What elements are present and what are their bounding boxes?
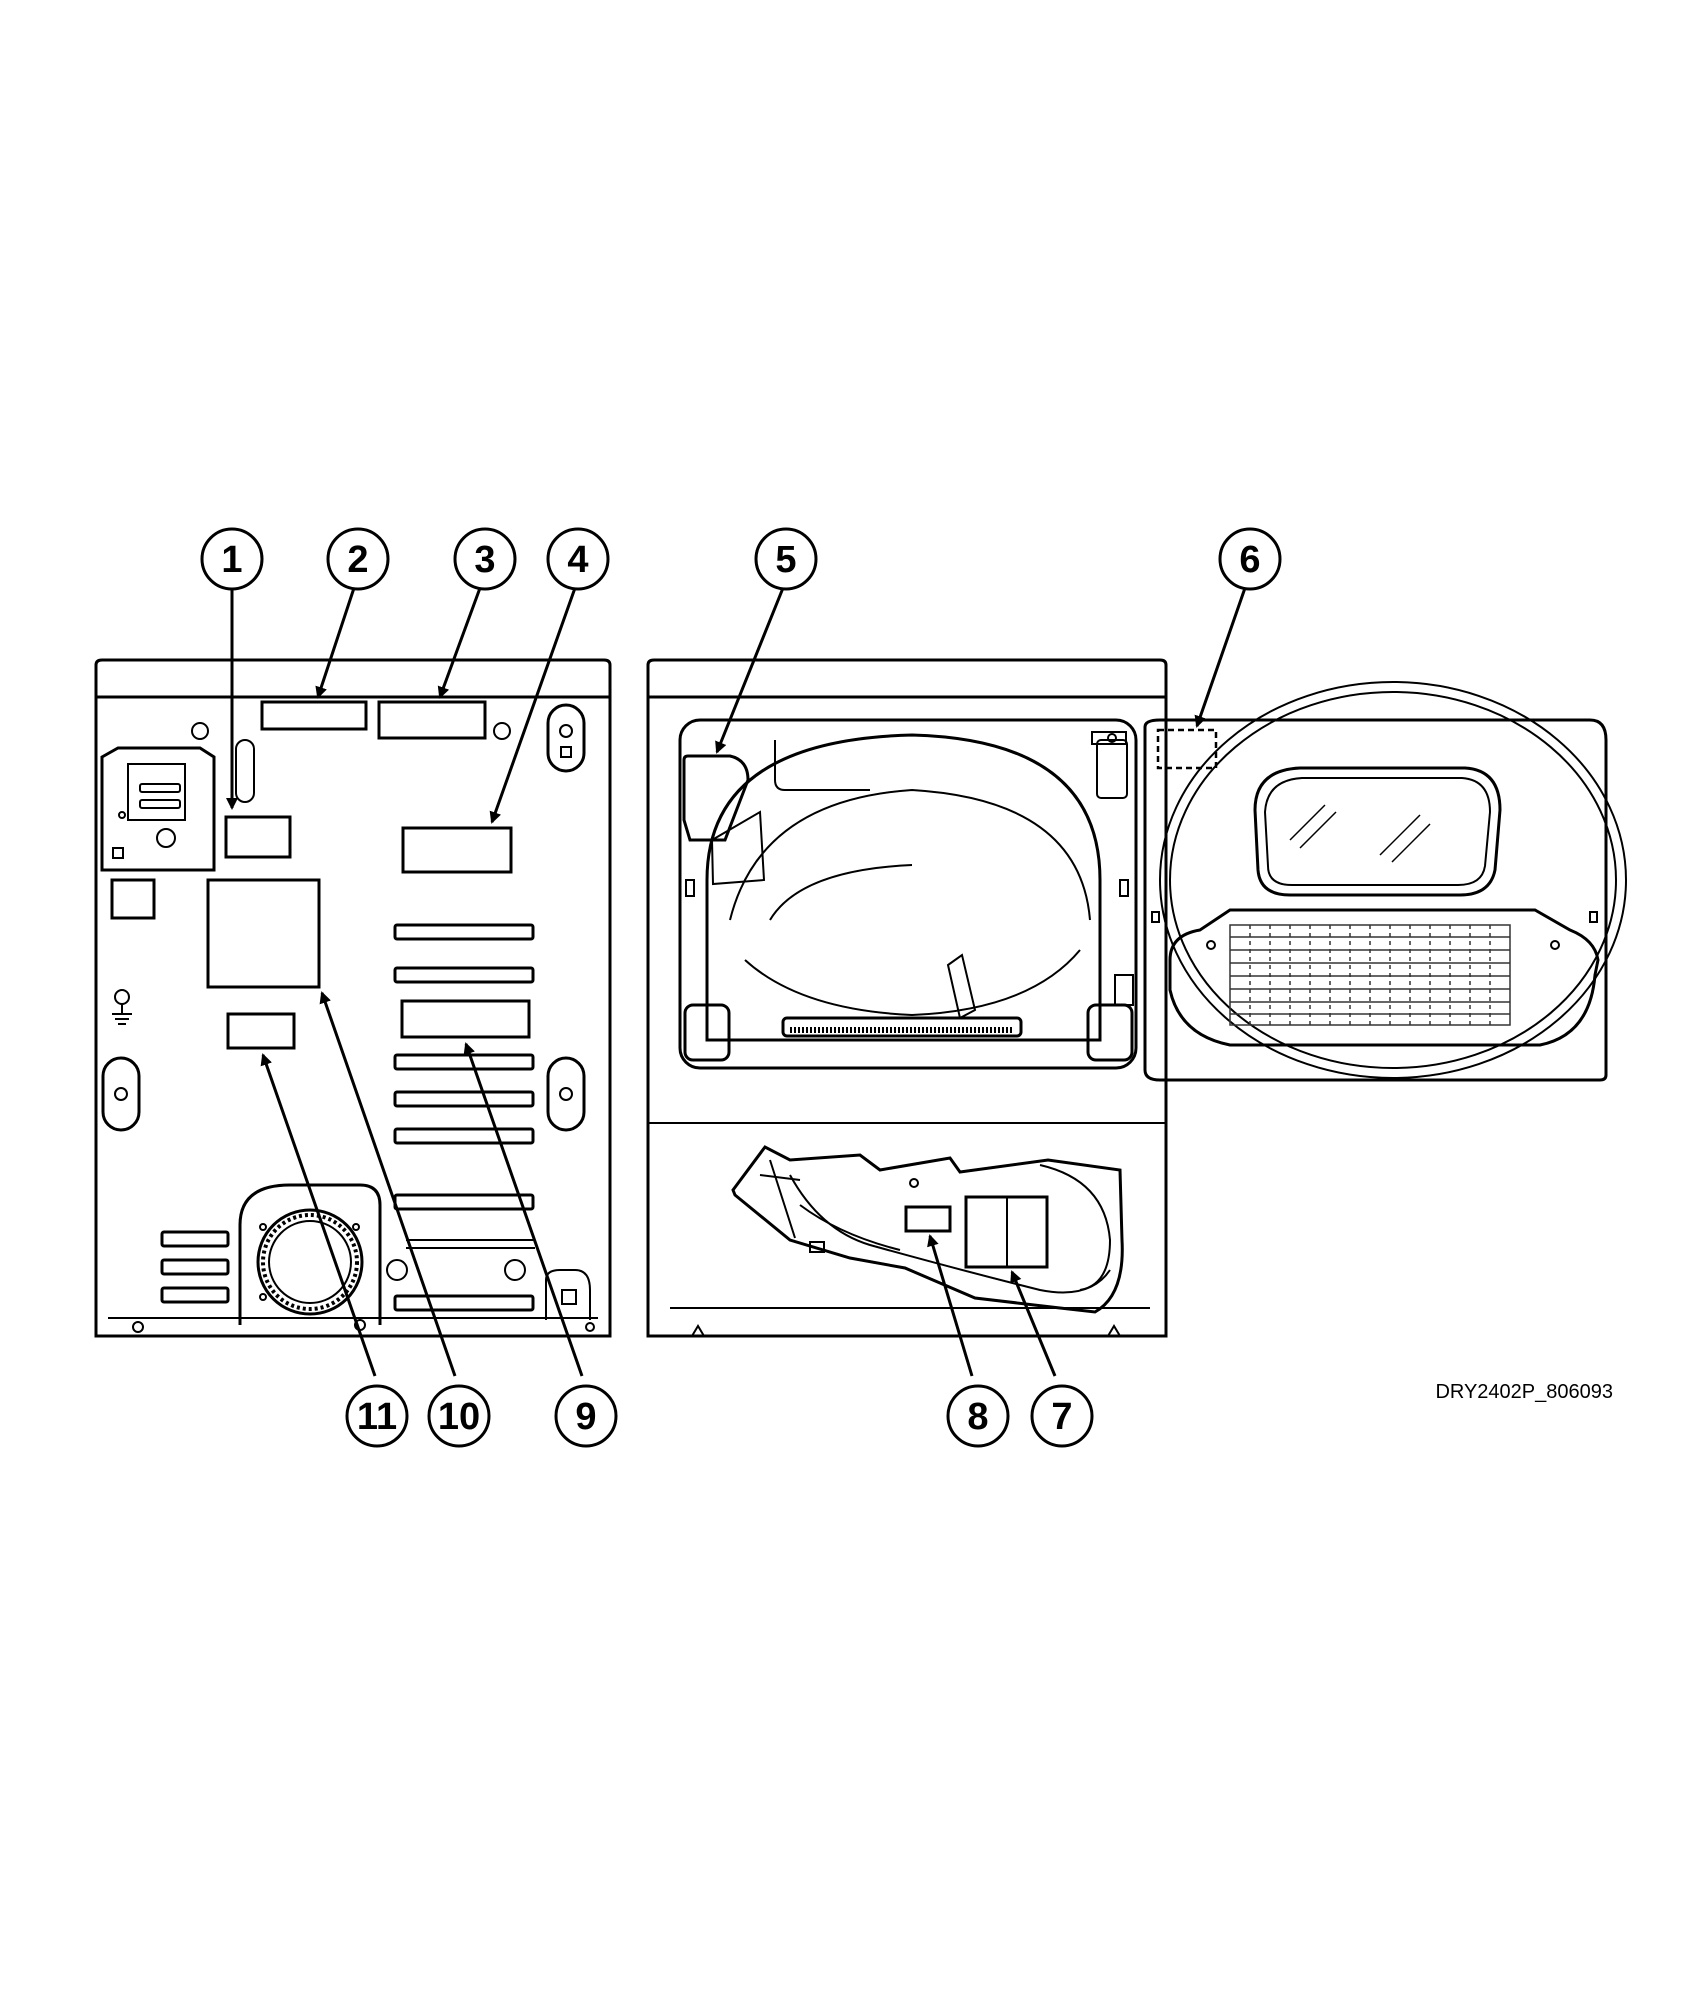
drum-opening	[705, 733, 1102, 1042]
leader-3	[437, 587, 482, 699]
dryer-rear-view	[94, 658, 612, 1338]
door-window	[1253, 766, 1502, 897]
terminal-block-cover	[100, 746, 216, 872]
label-area-3	[377, 700, 487, 740]
rear-slot-left	[101, 1056, 141, 1132]
exhaust-vent	[238, 1183, 382, 1325]
callout-5-number: 5	[775, 539, 796, 581]
dryer-door-open	[1143, 681, 1627, 1082]
callout-2-number: 2	[347, 539, 368, 581]
callout-9-number: 9	[575, 1396, 596, 1438]
leader-11	[260, 1053, 377, 1377]
callout-10: 10	[427, 1384, 491, 1448]
callout-6-number: 6	[1239, 539, 1260, 581]
front-top-lip	[646, 658, 1168, 699]
callout-1: 1	[200, 527, 264, 591]
door-opening	[678, 718, 1138, 1070]
callout-7: 7	[1030, 1384, 1094, 1448]
callout-4-number: 4	[567, 539, 588, 581]
label-area-9	[400, 999, 531, 1039]
callout-3-number: 3	[474, 539, 495, 581]
callout-3: 3	[453, 527, 517, 591]
blower-housing-cutaway	[731, 1145, 1124, 1314]
drum-baffle	[946, 953, 977, 1020]
label-area-11	[226, 1012, 296, 1050]
callout-bubbles: 1 2 3 4 5 6 7 8	[200, 527, 1282, 1448]
door-panel	[1143, 718, 1608, 1082]
callout-4: 4	[546, 527, 610, 591]
label-area-8	[904, 1205, 952, 1233]
label-area-1	[224, 815, 292, 859]
figure-id: DRY2402P_806093	[1435, 1381, 1613, 1403]
callout-leaders	[226, 587, 1247, 1377]
leader-7	[1010, 1270, 1057, 1377]
blower-housing-outline	[731, 1145, 1124, 1314]
rear-vent-louvers	[393, 923, 535, 1312]
leader-5	[715, 587, 785, 754]
label-area-2	[260, 700, 368, 731]
rear-slot-right	[546, 1056, 586, 1132]
dryer-front-view	[646, 658, 1168, 1338]
callout-8: 8	[946, 1384, 1010, 1448]
lint-filter-housing	[1168, 908, 1600, 1047]
leader-8	[927, 1234, 974, 1377]
leader-9	[463, 1042, 584, 1377]
leader-4	[489, 587, 577, 824]
callout-8-number: 8	[967, 1396, 988, 1438]
leader-2	[315, 587, 356, 699]
callout-10-number: 10	[438, 1396, 480, 1438]
callout-9: 9	[554, 1384, 618, 1448]
callout-6: 6	[1218, 527, 1282, 591]
callout-5: 5	[754, 527, 818, 591]
terminal-block	[127, 763, 186, 821]
front-cabinet	[646, 697, 1168, 1338]
callout-11: 11	[345, 1384, 409, 1448]
callout-2: 2	[326, 527, 390, 591]
rear-top-lip	[94, 658, 612, 699]
ground-icon	[112, 989, 132, 1025]
lint-screen-slot	[781, 1016, 1023, 1038]
label-area-10	[206, 878, 321, 989]
label-area-4	[401, 826, 513, 874]
label-area-6	[1156, 728, 1218, 770]
callout-1-number: 1	[221, 539, 242, 581]
callout-11-number: 11	[357, 1396, 397, 1438]
rear-slot-top-right	[546, 703, 586, 773]
callout-7-number: 7	[1051, 1396, 1072, 1438]
rear-small-block	[110, 878, 156, 920]
leader-6	[1194, 587, 1247, 728]
lint-filter-mesh	[1229, 924, 1511, 1026]
leader-10	[319, 991, 457, 1377]
